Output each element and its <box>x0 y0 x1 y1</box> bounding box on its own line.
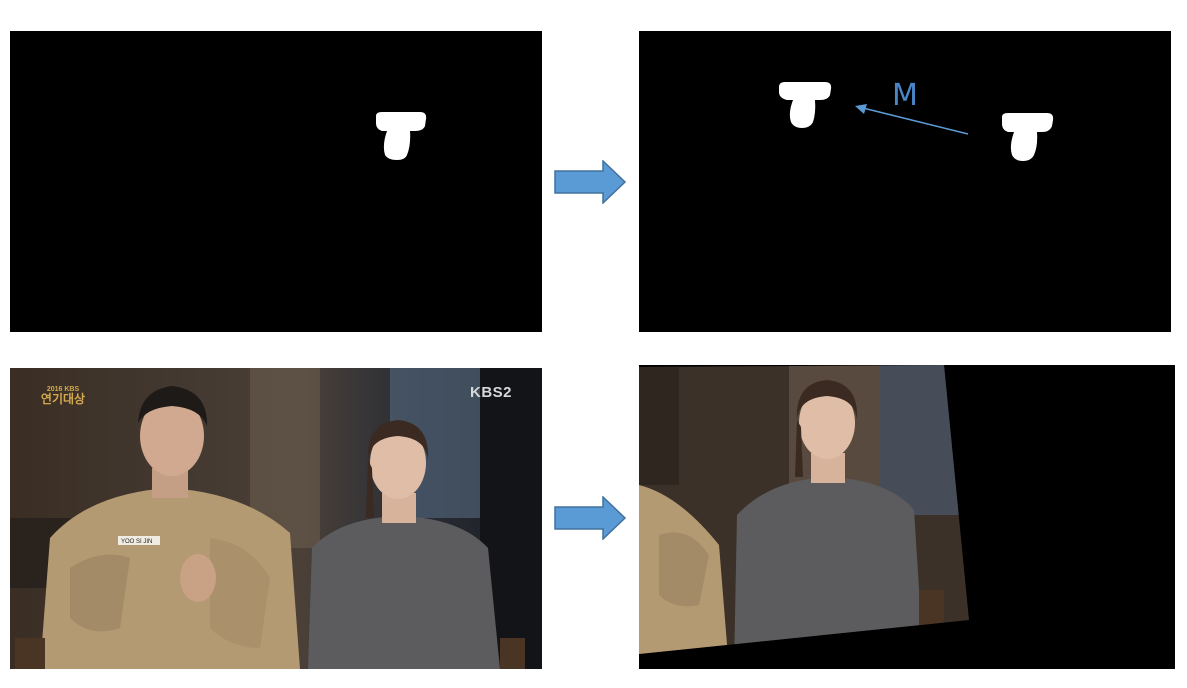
person-soldier: YOO SI JIN <box>40 386 300 669</box>
award-logo: 2016 KBS 연기대상 <box>40 386 86 407</box>
mask-blob-moved <box>779 82 832 128</box>
person-woman <box>308 420 500 669</box>
mask-original-canvas <box>376 112 427 160</box>
soldier-nametag: YOO SI JIN <box>121 539 152 545</box>
frame-panel-warped <box>639 365 1175 669</box>
mask-blob-source <box>1002 113 1054 161</box>
channel-logo: KBS2 <box>470 384 513 401</box>
transform-arrow-bottom <box>553 496 629 540</box>
motion-label: M <box>892 78 918 113</box>
person-woman-warped <box>734 380 924 654</box>
frame-original-scene: YOO SI JIN <box>10 368 542 669</box>
mask-panel-translated: M <box>639 31 1171 332</box>
frame-warped-scene <box>639 365 1175 669</box>
frame-panel-original: YOO SI JIN 2016 KBS 연기대상 KBS2 <box>10 368 542 669</box>
mask-translated-canvas <box>779 82 1054 161</box>
mask-panel-original <box>10 31 542 332</box>
motion-vector <box>862 107 969 135</box>
transform-arrow-top <box>553 160 629 204</box>
mask-blob <box>376 112 427 160</box>
